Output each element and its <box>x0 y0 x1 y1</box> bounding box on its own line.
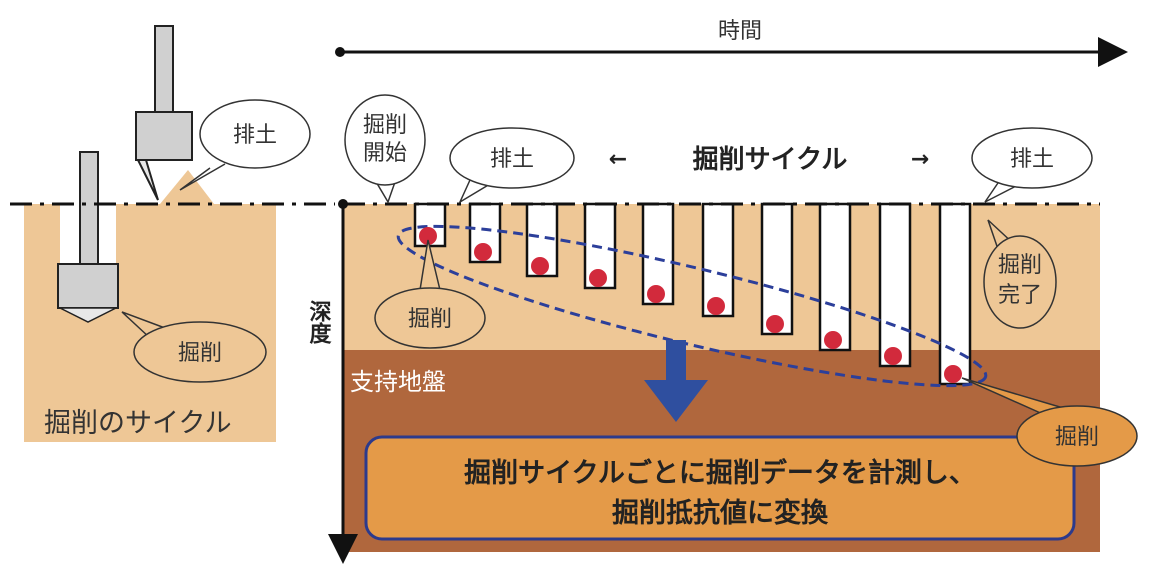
measurement-dot <box>647 285 665 303</box>
cycle-header: ← 掘削サイクル → <box>609 145 929 175</box>
bore-hole <box>525 202 559 278</box>
summary-line1: 掘削サイクルごとに掘削データを計測し、 <box>464 457 976 489</box>
measurement-dots <box>419 227 962 383</box>
callout-discharge-2: 排土 <box>971 127 1093 203</box>
drill-lifted <box>135 25 193 201</box>
measurement-dot <box>474 243 492 261</box>
complete-label-line2: 完了 <box>998 283 1042 308</box>
cycle-arrow-right: → <box>911 147 929 172</box>
excavate-label: 掘削 <box>178 341 222 366</box>
callout-start: 掘削 開始 <box>344 94 426 204</box>
start-label-line1: 掘削 <box>363 113 407 138</box>
bore-hole <box>760 202 794 336</box>
discharge-label: 排土 <box>233 123 277 148</box>
bore-hole <box>641 202 675 306</box>
left-panel: 排土 掘削 掘削のサイクル <box>10 25 335 442</box>
bearing-layer-label: 支持地盤 <box>350 368 446 396</box>
discharge-label-2: 排土 <box>1010 147 1054 172</box>
complete-label-line1: 掘削 <box>998 253 1042 278</box>
drill-in-hole <box>57 151 119 323</box>
bore-hole <box>878 202 912 368</box>
depth-axis-label: 深度 <box>306 300 332 345</box>
bore-hole <box>818 202 852 352</box>
callout-excavate-last: 掘削 <box>961 377 1138 467</box>
time-axis-label: 時間 <box>718 19 762 44</box>
callout-discharge-left: 排土 <box>179 99 311 191</box>
measurement-dot <box>824 331 842 349</box>
left-panel-caption: 掘削のサイクル <box>44 408 232 439</box>
measurement-dot <box>884 347 902 365</box>
time-axis: 時間 <box>335 19 1128 67</box>
callout-excavate-first: 掘削 <box>374 239 486 349</box>
cycle-arrow-left: ← <box>609 147 627 172</box>
callout-discharge-1: 排土 <box>449 127 575 204</box>
measurement-dot <box>531 257 549 275</box>
excavate-label-first: 掘削 <box>408 307 452 332</box>
callout-excavate-left: 掘削 <box>121 311 267 383</box>
excavate-label-last: 掘削 <box>1055 425 1099 450</box>
measurement-dot <box>944 365 962 383</box>
measurement-dot <box>707 297 725 315</box>
measurement-dot <box>766 315 784 333</box>
summary-line2: 掘削抵抗値に変換 <box>612 497 829 529</box>
measurement-dot <box>589 269 607 287</box>
discharge-label-1: 排土 <box>490 147 534 172</box>
depth-axis: 深度 <box>306 199 358 564</box>
callout-complete: 掘削 完了 <box>983 219 1057 329</box>
start-label-line2: 開始 <box>363 141 407 166</box>
summary-box: 掘削サイクルごとに掘削データを計測し、 掘削抵抗値に変換 <box>364 435 1076 541</box>
down-arrow-icon <box>644 340 708 422</box>
measurement-dot <box>419 227 437 245</box>
cycle-label: 掘削サイクル <box>693 145 848 175</box>
soil-pile <box>160 170 214 204</box>
